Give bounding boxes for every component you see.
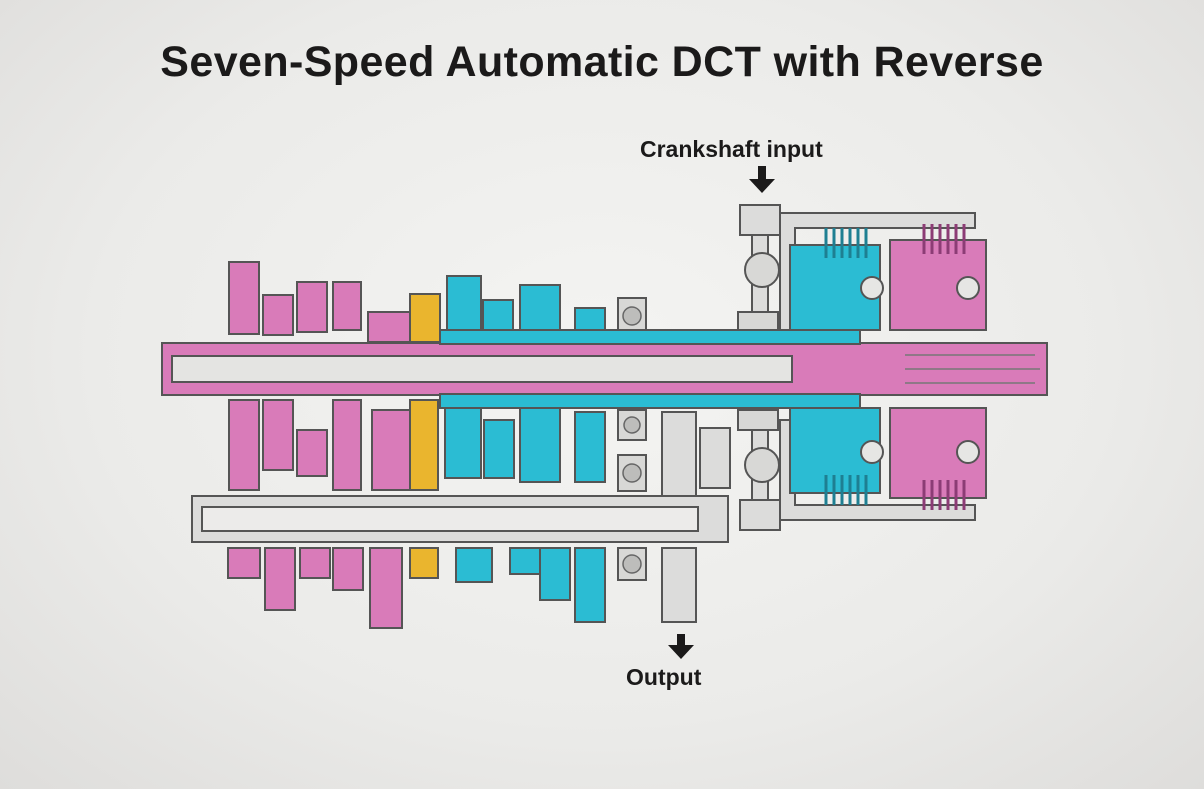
reverse-gear bbox=[409, 293, 441, 579]
output-arrow bbox=[668, 634, 694, 659]
odd-gear-set bbox=[227, 261, 413, 629]
main-input-shaft bbox=[161, 342, 1048, 396]
page-title: Seven-Speed Automatic DCT with Reverse bbox=[160, 38, 1044, 86]
counter-shaft bbox=[191, 495, 729, 543]
odd-clutch-plates bbox=[922, 224, 966, 510]
bearing-balls bbox=[622, 306, 642, 574]
even-clutch-pistons bbox=[860, 276, 884, 464]
odd-clutch-pistons bbox=[956, 276, 980, 464]
even-clutch-plates bbox=[824, 228, 868, 505]
even-gear-set bbox=[444, 275, 606, 623]
output-label: Output bbox=[626, 664, 702, 690]
output-gear bbox=[661, 411, 731, 623]
hollow-input-shaft bbox=[439, 329, 861, 409]
crankshaft-input-label: Crankshaft input bbox=[640, 136, 823, 162]
crankshaft-input-arrow bbox=[749, 166, 775, 193]
